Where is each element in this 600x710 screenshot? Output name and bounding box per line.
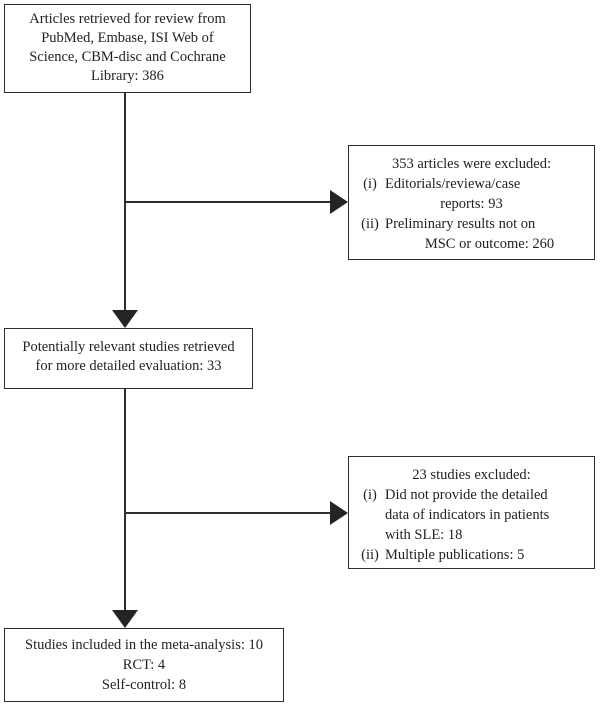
arrowhead-down-icon bbox=[112, 310, 138, 328]
arrowhead-right-icon bbox=[330, 190, 348, 214]
box-included-studies: Studies included in the meta-analysis: 1… bbox=[4, 628, 284, 702]
box-text-line: Science, CBM-disc and Cochrane bbox=[29, 49, 226, 65]
box-text-line: for more detailed evaluation: 33 bbox=[35, 358, 222, 374]
connector-branch-excluded-23 bbox=[125, 512, 331, 514]
exclusion-item: (i) Editorials/reviewa/case bbox=[349, 174, 594, 194]
connector-branch-excluded-353 bbox=[125, 201, 331, 203]
exclusion-title: 23 studies excluded: bbox=[412, 467, 531, 483]
box-text-line: Library: 386 bbox=[91, 68, 164, 84]
connector-relevant-to-included bbox=[124, 388, 126, 611]
exclusion-item-text: Preliminary results not on bbox=[385, 216, 536, 232]
list-marker: (i) bbox=[363, 176, 377, 192]
list-marker: (ii) bbox=[361, 216, 379, 232]
box-excluded-353: 353 articles were excluded: (i) Editoria… bbox=[348, 145, 595, 260]
box-text-line: RCT: 4 bbox=[122, 657, 166, 673]
exclusion-item-line: data of indicators in patients bbox=[385, 507, 550, 523]
exclusion-item: (ii) Preliminary results not on bbox=[349, 214, 594, 234]
exclusion-item-line: with SLE: 18 bbox=[385, 527, 463, 543]
exclusion-item-text: MSC or outcome: 260 bbox=[424, 236, 555, 252]
box-excluded-23: 23 studies excluded: (i) Did not provide… bbox=[348, 456, 595, 569]
box-text-line: Studies included in the meta-analysis: 1… bbox=[25, 637, 263, 653]
arrowhead-down-icon bbox=[112, 610, 138, 628]
box-text-line: Articles retrieved for review from bbox=[29, 11, 226, 27]
list-marker: (i) bbox=[363, 487, 377, 503]
box-articles-retrieved: Articles retrieved for review from PubMe… bbox=[4, 4, 251, 93]
box-text-line: Potentially relevant studies retrieved bbox=[22, 339, 235, 355]
box-relevant-studies: Potentially relevant studies retrieved f… bbox=[4, 328, 253, 389]
box-text-line: Self-control: 8 bbox=[101, 677, 187, 693]
exclusion-title: 353 articles were excluded: bbox=[391, 156, 552, 172]
exclusion-item-text: Multiple publications: 5 bbox=[385, 547, 525, 563]
exclusion-item-text: reports: 93 bbox=[440, 196, 503, 212]
list-marker: (ii) bbox=[361, 547, 379, 563]
exclusion-item-text: Did not provide the detailed data of ind… bbox=[385, 485, 594, 545]
exclusion-item: (ii) Multiple publications: 5 bbox=[349, 545, 594, 565]
arrowhead-right-icon bbox=[330, 501, 348, 525]
exclusion-item-text: Editorials/reviewa/case bbox=[385, 176, 521, 192]
exclusion-item: (i) Did not provide the detailed data of… bbox=[349, 485, 594, 545]
box-text-line: PubMed, Embase, ISI Web of bbox=[41, 30, 214, 46]
exclusion-item-line: Did not provide the detailed bbox=[385, 487, 548, 503]
